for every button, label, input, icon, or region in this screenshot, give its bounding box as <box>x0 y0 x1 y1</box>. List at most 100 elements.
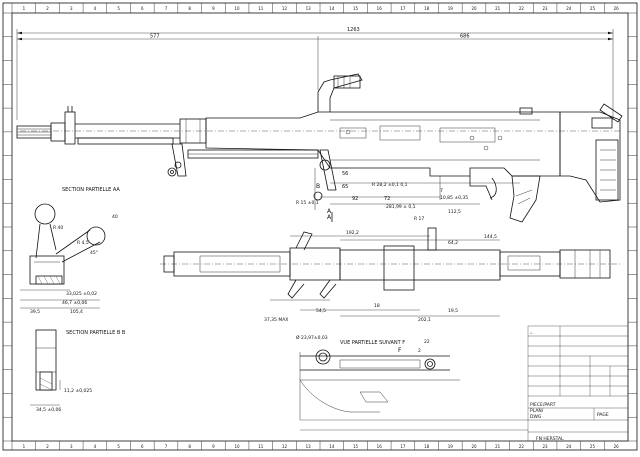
svg-text:▭: ▭ <box>530 332 533 335</box>
svg-text:192,2: 192,2 <box>346 230 359 236</box>
revision-lines <box>300 419 528 431</box>
zone-number: 17 <box>400 6 406 11</box>
zone-number: 26 <box>614 444 620 449</box>
dim-overall-length: 1263 <box>347 27 360 33</box>
zone-number: 23 <box>543 6 549 11</box>
svg-text:2: 2 <box>418 348 421 354</box>
svg-text:22: 22 <box>424 339 430 345</box>
zone-number: 2 <box>46 444 49 449</box>
zone-number: 1 <box>23 6 26 11</box>
outer-frame <box>2 2 638 451</box>
zone-number: 14 <box>329 444 335 449</box>
zone-number: 21 <box>495 444 501 449</box>
dim-front-length: 577 <box>150 34 160 40</box>
bipod-leg <box>171 143 187 177</box>
buttstock <box>559 111 621 203</box>
zone-number: 11 <box>258 444 264 449</box>
receiver <box>205 111 561 177</box>
tb-piece-label: PIECE/PART <box>530 402 556 408</box>
svg-text:92: 92 <box>352 196 358 202</box>
zone-number: 25 <box>590 6 596 11</box>
zone-number: 10 <box>235 6 241 11</box>
svg-text:F: F <box>398 347 402 354</box>
section-bb: SECTION PARTIELLE B B 11,2 ±0,025 34,5 ±… <box>30 329 126 413</box>
zone-number: 13 <box>306 444 312 449</box>
svg-text:37,35 MAX: 37,35 MAX <box>264 317 288 323</box>
zone-number: 20 <box>471 6 477 11</box>
zone-number: 18 <box>424 6 430 11</box>
title-block: PIECE/PART PLAN/ DWG PAGE FN HERSTAL ▭ <box>527 325 629 442</box>
zone-number: 6 <box>141 444 144 449</box>
zone-number: 8 <box>188 6 191 11</box>
zone-number: 4 <box>94 6 97 11</box>
svg-text:45°: 45° <box>90 250 98 256</box>
zone-number: 18 <box>424 444 430 449</box>
zone-number: 5 <box>117 6 120 11</box>
svg-text:34,5 ±0,06: 34,5 ±0,06 <box>36 407 61 413</box>
top-view-buttstock <box>559 249 611 279</box>
zone-number: 19 <box>448 6 454 11</box>
sling-swivel <box>319 159 331 171</box>
zone-number: 22 <box>519 6 525 11</box>
section-marker-a: A <box>327 208 332 215</box>
svg-text:Ø 23,97±0,03: Ø 23,97±0,03 <box>296 334 328 341</box>
inner-frame <box>11 12 629 442</box>
side-view-dimensions: 56 65 92 72 R 28,2 ±0,1 0,1 281,99 ± 0,1… <box>296 168 520 240</box>
svg-text:40: 40 <box>112 214 118 220</box>
zone-number: 16 <box>377 6 383 11</box>
zone-number: 14 <box>329 6 335 11</box>
svg-text:7: 7 <box>440 188 443 194</box>
zone-number: 4 <box>94 444 97 449</box>
zone-number: 17 <box>400 444 406 449</box>
zone-number: 12 <box>282 6 288 11</box>
zone-number: 7 <box>165 6 168 11</box>
zone-number: 9 <box>212 6 215 11</box>
pistol-grip <box>509 175 541 223</box>
side-zone-ticks <box>3 12 637 442</box>
svg-text:64,2: 64,2 <box>448 240 458 246</box>
svg-text:10,85 ±0,35: 10,85 ±0,35 <box>440 195 468 201</box>
svg-text:11,2 ±0,025: 11,2 ±0,025 <box>64 388 92 394</box>
dim-rear-length: 686 <box>460 34 470 40</box>
zone-number: 24 <box>566 444 572 449</box>
zone-number: 12 <box>282 444 288 449</box>
zone-number: 3 <box>70 444 73 449</box>
side-view <box>16 73 623 223</box>
svg-text:105,4: 105,4 <box>70 309 83 315</box>
svg-text:56: 56 <box>342 171 348 177</box>
svg-text:39,5: 39,5 <box>30 309 40 315</box>
zone-number: 15 <box>353 6 359 11</box>
tb-company: FN HERSTAL <box>536 436 564 442</box>
svg-text:R 40: R 40 <box>53 225 63 231</box>
pin-hole-left <box>315 349 331 365</box>
section-aa-title: SECTION PARTIELLE AA <box>62 187 120 193</box>
svg-text:72: 72 <box>384 196 390 202</box>
zone-number: 21 <box>495 6 501 11</box>
top-view-receiver <box>339 249 501 281</box>
section-marker-b: B <box>316 183 320 190</box>
partial-view-f: VUE PARTIELLE SUIVANT F F Ø 23,97±0,03 2… <box>296 334 460 420</box>
svg-text:33,025 ±0,02: 33,025 ±0,02 <box>66 291 97 297</box>
zone-number: 10 <box>235 444 241 449</box>
zone-number: 6 <box>141 6 144 11</box>
svg-text:281,99 ± 0,1: 281,99 ± 0,1 <box>386 204 416 210</box>
top-view-bipod-left <box>287 279 305 299</box>
top-view-bipod-right <box>319 279 337 299</box>
zone-number: 19 <box>448 444 454 449</box>
zone-number: 1 <box>23 444 26 449</box>
top-view: 192,2 64,2 37,35 MAX 54,5 18 202,1 19,5 <box>160 227 620 323</box>
zone-number: 7 <box>165 444 168 449</box>
trigger-guard <box>489 177 497 199</box>
gas-block <box>64 111 76 145</box>
zone-number: 16 <box>377 444 383 449</box>
svg-text:54,5: 54,5 <box>316 308 326 314</box>
section-marker-a2: A <box>327 214 332 221</box>
zone-number: 13 <box>306 6 312 11</box>
gas-tube <box>77 137 174 145</box>
zone-number: 25 <box>590 444 596 449</box>
zone-number: 3 <box>70 6 73 11</box>
zone-number: 9 <box>212 444 215 449</box>
